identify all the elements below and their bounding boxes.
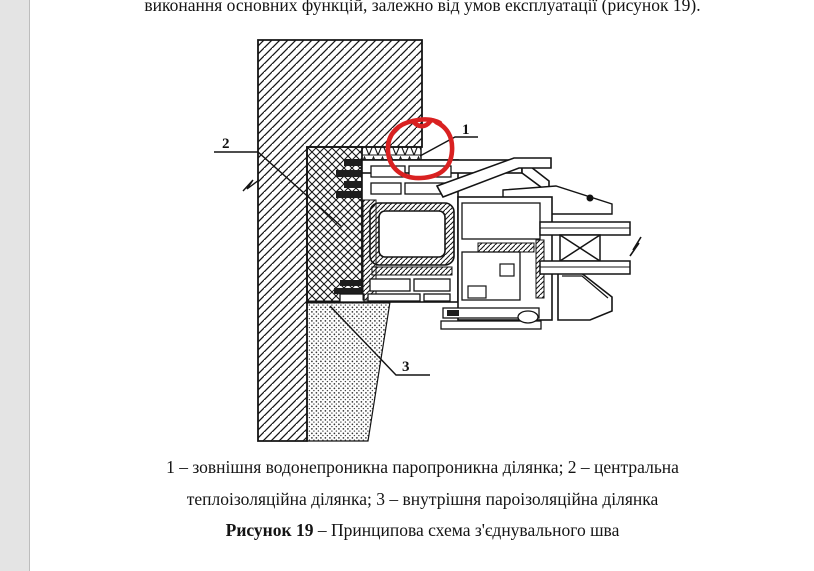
wall-break-symbol	[242, 179, 260, 192]
callout-1-leader	[419, 136, 478, 157]
callout-2-leader	[214, 151, 343, 228]
figure-legend-line-1: 1 – зовнішня водонепроникна паропроникна…	[166, 457, 679, 477]
body-paragraph: виконання основних функцій, залежно від …	[144, 0, 701, 15]
figure-caption-title: – Принципова схема з'єднувального шва	[313, 520, 620, 540]
sash-profile	[435, 157, 613, 330]
glazing-unit	[539, 221, 642, 275]
figure-caption-number: Рисунок 19	[225, 520, 314, 540]
red-annotation-ellipse	[385, 117, 455, 181]
page-gutter	[0, 0, 30, 571]
gasket-seal-dot	[586, 194, 594, 202]
glass-break-symbol	[629, 236, 642, 257]
figure-caption: Рисунок 19 – Принципова схема з'єднуваль…	[31, 520, 814, 540]
callout-2-number: 2	[222, 136, 230, 152]
callout-1-number: 1	[462, 122, 470, 138]
callout-3-number: 3	[402, 359, 410, 375]
vapour-barrier-stipple-section	[306, 300, 391, 442]
callout-leaders	[214, 136, 478, 376]
figure-legend-line-2: теплоізоляційна ділянка; 3 – внутрішня п…	[186, 489, 659, 509]
callout-3-leader	[329, 305, 430, 376]
